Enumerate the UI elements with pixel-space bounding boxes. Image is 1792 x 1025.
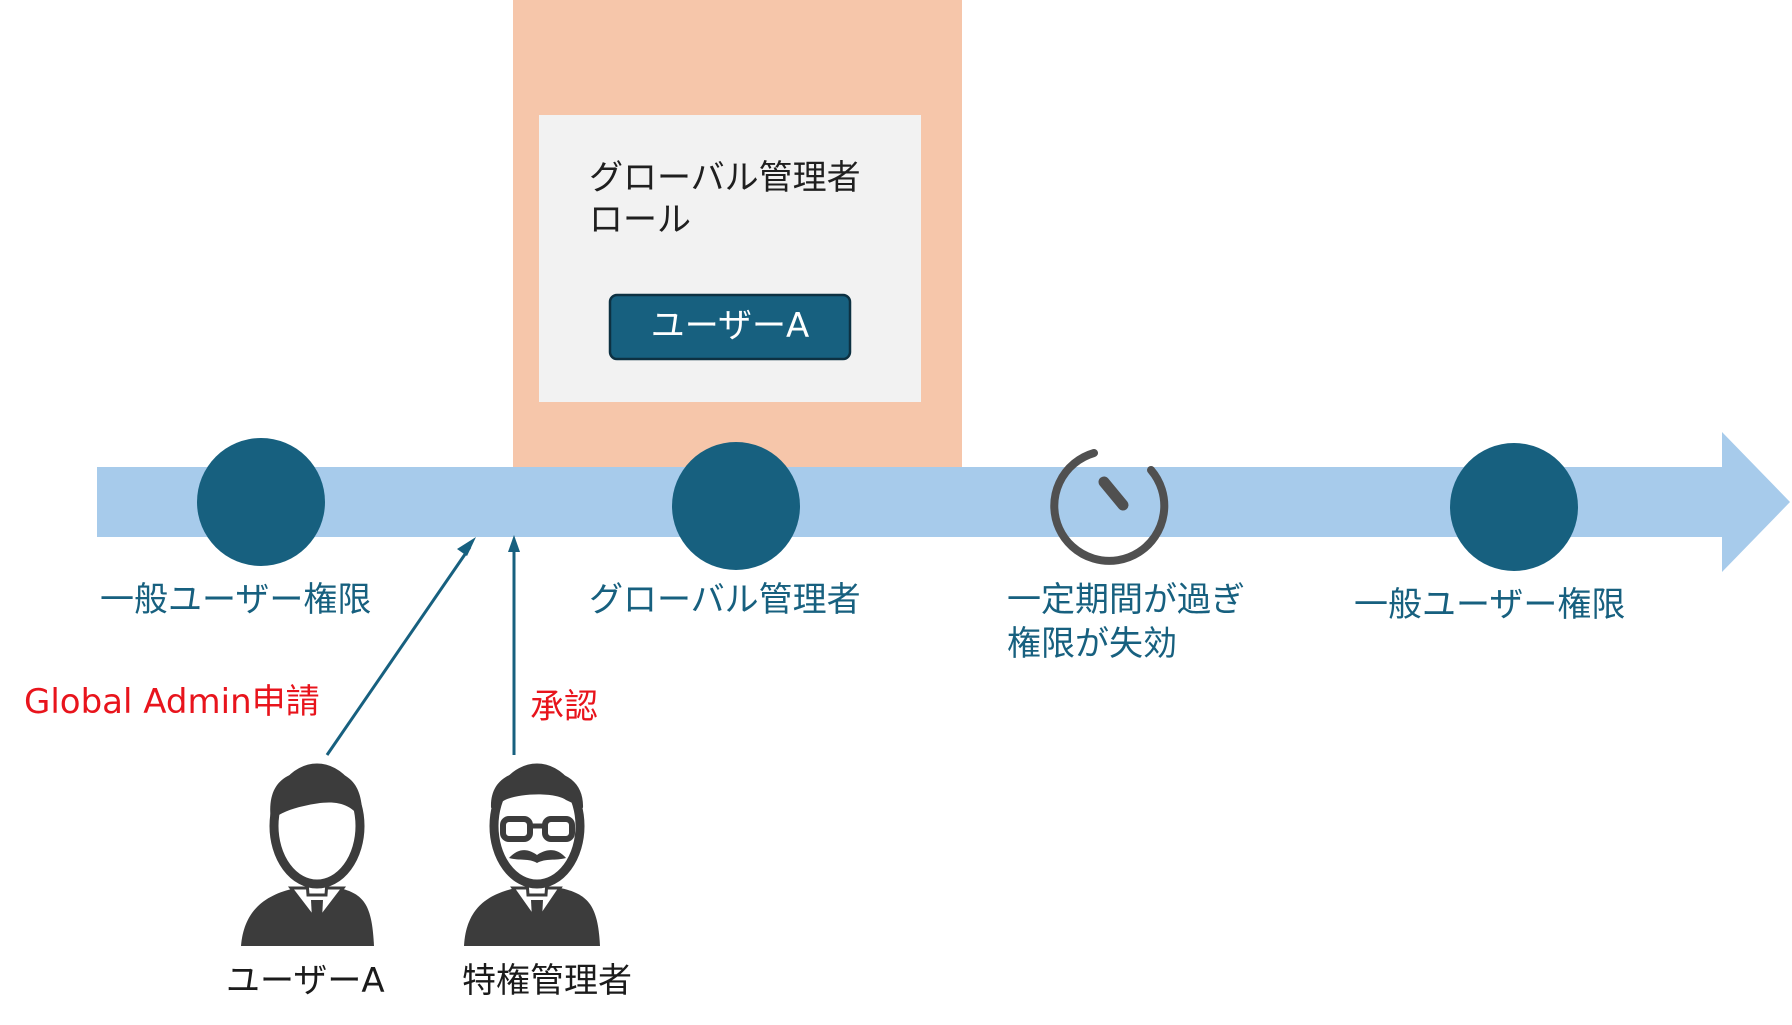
approve-label: 承認 bbox=[530, 687, 598, 727]
requester-icon bbox=[241, 763, 374, 946]
timeline-arrow bbox=[97, 432, 1790, 572]
approver-icon bbox=[464, 763, 600, 946]
stage-node-general-user bbox=[197, 438, 325, 566]
role-title-line1: グローバル管理者 bbox=[589, 158, 861, 198]
role-user-chip-label: ユーザーA bbox=[651, 306, 810, 346]
stage-node-global-admin bbox=[672, 442, 800, 570]
timer-icon bbox=[1050, 449, 1169, 565]
requester-label: ユーザーA bbox=[226, 961, 385, 1001]
stage4-label: 一般ユーザー権限 bbox=[1354, 585, 1625, 625]
stage3-label-line2: 権限が失効 bbox=[1007, 624, 1177, 664]
stage1-label: 一般ユーザー権限 bbox=[100, 580, 371, 620]
request-arrow bbox=[325, 537, 476, 756]
stage3-label-line1: 一定期間が過ぎ bbox=[1007, 580, 1245, 620]
role-user-chip bbox=[608, 293, 852, 361]
role-title-line2: ロール bbox=[589, 200, 691, 240]
approver-label: 特権管理者 bbox=[462, 961, 632, 1001]
approve-arrow bbox=[508, 535, 520, 755]
stage-node-general-user-restored bbox=[1450, 443, 1578, 571]
stage2-label: グローバル管理者 bbox=[589, 580, 861, 620]
request-label: Global Admin申請 bbox=[24, 682, 320, 722]
